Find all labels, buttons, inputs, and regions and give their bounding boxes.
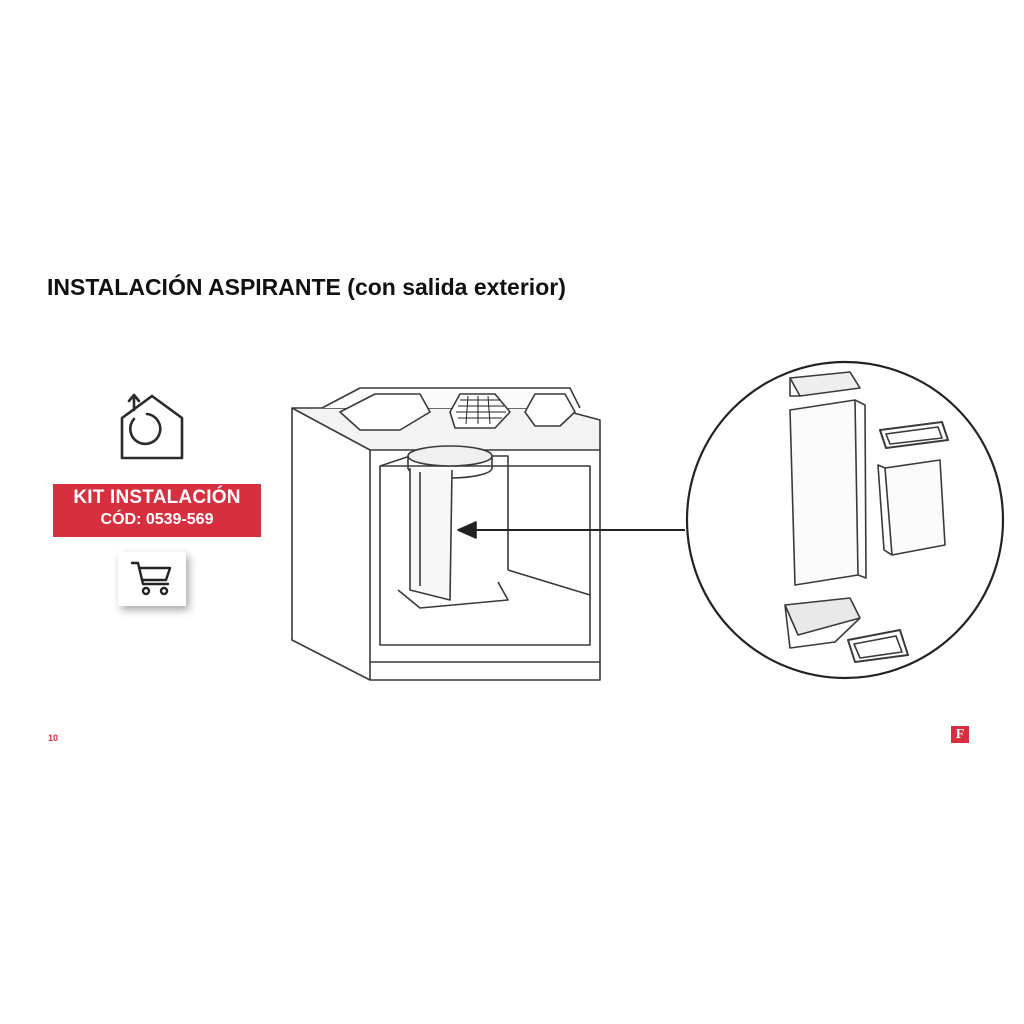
shopping-cart-icon [130,561,172,596]
shopping-cart-button[interactable] [118,552,186,606]
installation-illustration [280,350,1010,700]
kit-instalacion-badge: KIT INSTALACIÓN CÓD: 0539-569 [53,484,261,537]
kit-code: CÓD: 0539-569 [100,511,214,528]
kit-title: KIT INSTALACIÓN [73,487,241,508]
brand-logo: F [951,726,969,743]
page-number: 10 [48,733,59,743]
kit-parts-detail-circle [685,360,1005,680]
house-exterior-outlet-icon [112,384,190,464]
kitchen-cabinet-drawing [291,387,685,681]
page-title: INSTALACIÓN ASPIRANTE (con salida exteri… [47,274,566,300]
